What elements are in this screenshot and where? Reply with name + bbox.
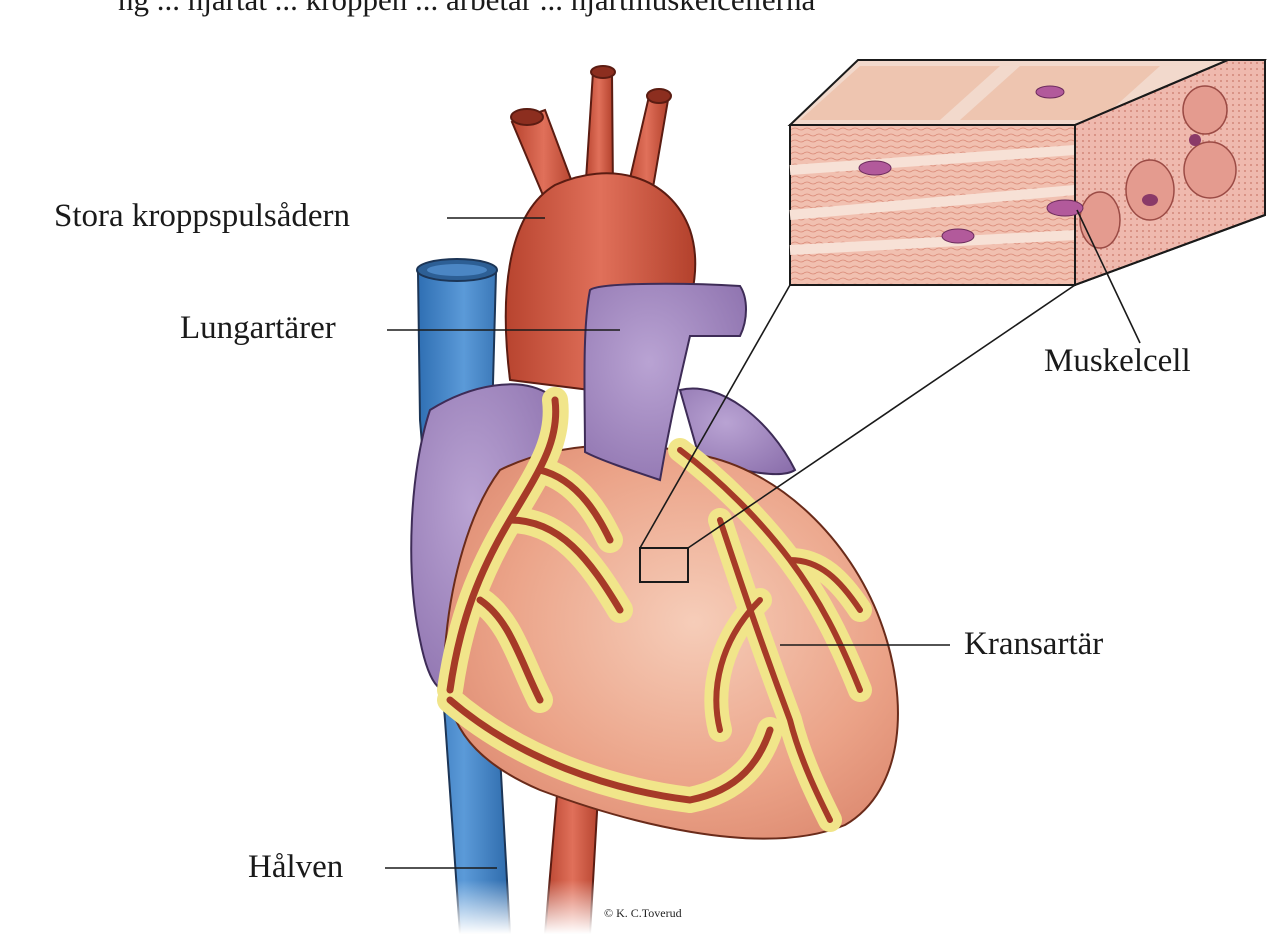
header-fragment: ng ... hjartat ... kroppen ... arbetar .… (118, 0, 815, 18)
label-pulmonary-arteries: Lungartärer (180, 310, 336, 346)
copyright-credit: © K. C.Toverud (604, 906, 682, 920)
cut-off-header-text: ng ... hjartat ... kroppen ... arbetar .… (0, 0, 1284, 18)
pulmonary-trunk (583, 282, 747, 482)
label-coronary-artery: Kransartär (964, 626, 1104, 662)
muscle-tissue-block (787, 59, 1267, 287)
magnified-region-marker (639, 547, 689, 583)
leader-muscle-cell (1076, 209, 1141, 344)
label-vena-cava: Hålven (248, 849, 344, 885)
coronary-arteries (437, 387, 872, 832)
label-aorta: Stora kroppspulsådern (54, 198, 351, 234)
label-muscle-cell: Muskelcell (1044, 343, 1191, 379)
